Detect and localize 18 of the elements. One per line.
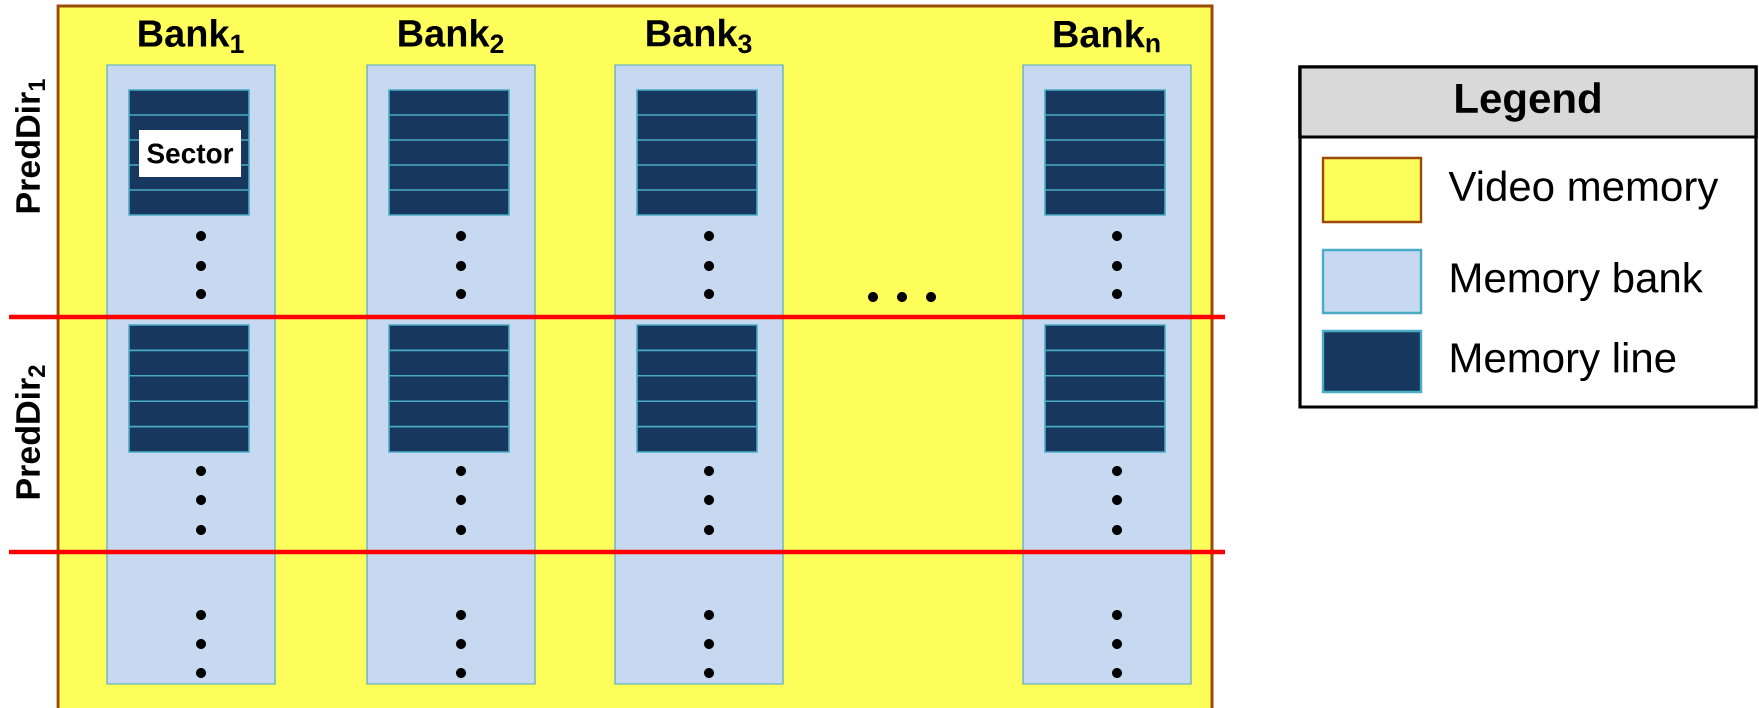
memory-line-block	[128, 324, 250, 453]
memory-line-block	[388, 89, 510, 216]
memory-line-block	[1044, 324, 1166, 453]
legend-text: Video memory	[1448, 170, 1719, 210]
row-label: PredDir$_{1}$	[15, 79, 45, 213]
sector-box: Sector	[139, 130, 241, 177]
memory-line-block	[388, 324, 510, 453]
bank-label: Bank$_{1}$	[139, 19, 244, 53]
memory-line-block	[1044, 89, 1166, 216]
legend-text: Memory bank	[1451, 261, 1703, 302]
legend-title: Legend	[1456, 82, 1600, 122]
bank-label: Bank$_{3}$	[647, 18, 752, 54]
memory-line-block	[636, 324, 758, 453]
bank-label: Bank$_{n}$	[1054, 19, 1160, 53]
memory-line-block	[636, 89, 758, 216]
legend-text: Memory line	[1451, 341, 1676, 382]
bank-label: Bank$_{2}$	[399, 18, 504, 54]
row-label: PredDir$_{2}$	[15, 365, 45, 499]
